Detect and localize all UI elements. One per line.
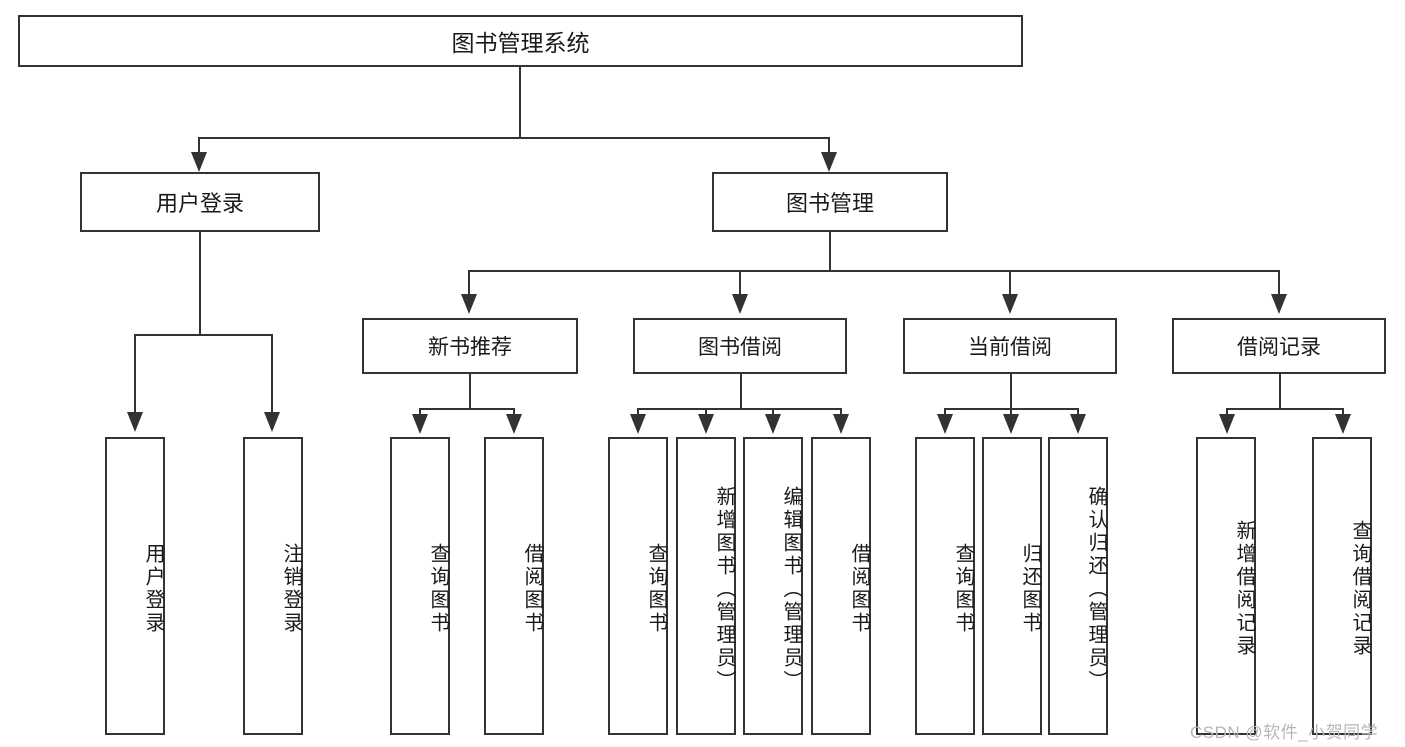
- leaf-user-login-label: 用户登录: [142, 543, 164, 635]
- connector-current-borrow-drop-2: [1010, 408, 1012, 416]
- node-borrow-record-label: 借阅记录: [1237, 336, 1321, 359]
- arrow-to-leaf-query-book-3: [937, 414, 953, 434]
- connector-book-borrow-drop-3: [772, 408, 774, 416]
- leaf-query-book-recommend-label: 查询图书: [427, 543, 449, 635]
- leaf-add-borrow-record[interactable]: 新增借阅记录: [1196, 437, 1256, 735]
- arrow-to-leaf-add-record: [1219, 414, 1235, 434]
- leaf-confirm-return-admin[interactable]: 确认归还（管理员）: [1048, 437, 1108, 735]
- connector-borrow-record-drop-2: [1342, 408, 1344, 416]
- leaf-query-borrow-record[interactable]: 查询借阅记录: [1312, 437, 1372, 735]
- leaf-add-book-admin-label: 新增图书（管理员）: [713, 485, 735, 693]
- connector-user-login-stem: [199, 232, 201, 336]
- arrow-to-borrow-record: [1271, 294, 1287, 314]
- node-book-borrow[interactable]: 图书借阅: [633, 318, 847, 374]
- leaf-borrow-book-borrow[interactable]: 借阅图书: [811, 437, 871, 735]
- arrow-to-leaf-query-book-1: [412, 414, 428, 434]
- connector-user-login-bus: [134, 334, 272, 336]
- leaf-add-book-admin[interactable]: 新增图书（管理员）: [676, 437, 736, 735]
- connector-level2-drop-4: [1278, 270, 1280, 296]
- connector-book-borrow-drop-4: [840, 408, 842, 416]
- connector-book-borrow-stem: [740, 374, 742, 410]
- arrow-to-leaf-return-book: [1003, 414, 1019, 434]
- connector-borrow-record-drop-1: [1226, 408, 1228, 416]
- leaf-borrow-book-borrow-label: 借阅图书: [848, 543, 870, 635]
- leaf-borrow-book-recommend-label: 借阅图书: [521, 543, 543, 635]
- arrow-to-new-book-recommend: [461, 294, 477, 314]
- leaf-return-book-label: 归还图书: [1019, 543, 1041, 635]
- arrow-to-book-manage: [821, 152, 837, 172]
- leaf-borrow-book-recommend[interactable]: 借阅图书: [484, 437, 544, 735]
- connector-borrow-record-stem: [1279, 374, 1281, 410]
- node-user-login[interactable]: 用户登录: [80, 172, 320, 232]
- node-new-book-recommend-label: 新书推荐: [428, 336, 512, 359]
- leaf-query-book-current-label: 查询图书: [952, 543, 974, 635]
- leaf-edit-book-admin[interactable]: 编辑图书（管理员）: [743, 437, 803, 735]
- connector-current-borrow-stem: [1010, 374, 1012, 410]
- connector-user-login-drop-2: [271, 334, 273, 414]
- connector-new-book-drop-1: [419, 408, 421, 416]
- node-root-system[interactable]: 图书管理系统: [18, 15, 1023, 67]
- arrow-to-leaf-borrow-book-1: [506, 414, 522, 434]
- arrow-to-book-borrow: [732, 294, 748, 314]
- connector-level2-drop-1: [468, 270, 470, 296]
- csdn-watermark-text: CSDN @软件_小贺同学: [1190, 723, 1379, 742]
- node-current-borrow[interactable]: 当前借阅: [903, 318, 1117, 374]
- node-user-login-label: 用户登录: [155, 191, 244, 216]
- arrow-to-leaf-query-record: [1335, 414, 1351, 434]
- node-book-manage-label: 图书管理: [785, 191, 874, 216]
- node-book-manage[interactable]: 图书管理: [712, 172, 948, 232]
- leaf-query-book-borrow[interactable]: 查询图书: [608, 437, 668, 735]
- connector-current-borrow-drop-1: [944, 408, 946, 416]
- node-borrow-record[interactable]: 借阅记录: [1172, 318, 1386, 374]
- leaf-logout-label: 注销登录: [280, 543, 302, 635]
- connector-book-manage-stem: [829, 232, 831, 272]
- node-root-system-label: 图书管理系统: [451, 30, 590, 56]
- connector-new-book-stem: [469, 374, 471, 410]
- arrow-to-leaf-logout: [264, 412, 280, 432]
- leaf-confirm-return-admin-label: 确认归还（管理员）: [1085, 485, 1107, 693]
- connector-level2-drop-3: [1009, 270, 1011, 296]
- connector-borrow-record-bus: [1226, 408, 1343, 410]
- arrow-to-leaf-borrow-book-2: [833, 414, 849, 434]
- connector-level1-bus: [198, 137, 830, 139]
- arrow-to-leaf-add-book: [698, 414, 714, 434]
- leaf-query-book-borrow-label: 查询图书: [645, 543, 667, 635]
- leaf-return-book[interactable]: 归还图书: [982, 437, 1042, 735]
- connector-new-book-drop-2: [513, 408, 515, 416]
- leaf-edit-book-admin-label: 编辑图书（管理员）: [780, 485, 802, 693]
- leaf-user-login[interactable]: 用户登录: [105, 437, 165, 735]
- leaf-logout[interactable]: 注销登录: [243, 437, 303, 735]
- connector-level1-drop-book: [828, 137, 830, 155]
- leaf-query-book-current[interactable]: 查询图书: [915, 437, 975, 735]
- csdn-watermark: CSDN @软件_小贺同学: [1190, 718, 1378, 743]
- connector-user-login-drop-1: [134, 334, 136, 414]
- node-current-borrow-label: 当前借阅: [968, 336, 1052, 359]
- connector-book-borrow-bus: [637, 408, 842, 410]
- leaf-query-book-recommend[interactable]: 查询图书: [390, 437, 450, 735]
- arrow-to-user-login: [191, 152, 207, 172]
- node-new-book-recommend[interactable]: 新书推荐: [362, 318, 578, 374]
- connector-book-borrow-drop-2: [705, 408, 707, 416]
- arrow-to-leaf-user-login: [127, 412, 143, 432]
- arrow-to-leaf-query-book-2: [630, 414, 646, 434]
- connector-level2-drop-2: [739, 270, 741, 296]
- connector-level1-drop-user: [198, 137, 200, 155]
- leaf-query-borrow-record-label: 查询借阅记录: [1349, 520, 1371, 658]
- connector-root-stem: [519, 67, 521, 139]
- node-book-borrow-label: 图书借阅: [698, 336, 782, 359]
- arrow-to-leaf-edit-book: [765, 414, 781, 434]
- arrow-to-leaf-confirm-return: [1070, 414, 1086, 434]
- leaf-add-borrow-record-label: 新增借阅记录: [1233, 520, 1255, 658]
- connector-current-borrow-drop-3: [1077, 408, 1079, 416]
- connector-new-book-bus: [419, 408, 514, 410]
- connector-book-borrow-drop-1: [637, 408, 639, 416]
- arrow-to-current-borrow: [1002, 294, 1018, 314]
- connector-level2-bus: [468, 270, 1280, 272]
